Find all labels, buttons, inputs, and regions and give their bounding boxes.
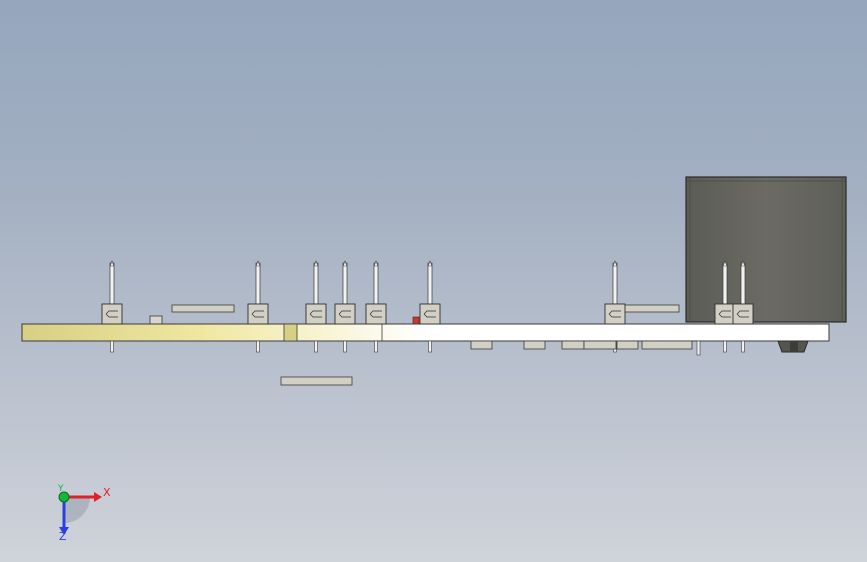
- header-pin-tail: [741, 340, 745, 353]
- x-axis-label: X: [103, 486, 111, 499]
- pcb-mounting-slot: [283, 323, 298, 342]
- header-housing-mark: [309, 310, 322, 318]
- header-pin-tip: [427, 260, 433, 267]
- header-housing-mark: [736, 310, 749, 318]
- header-pin-tail: [374, 340, 378, 353]
- dc-jack-body: [790, 341, 798, 352]
- header-pin-tip: [722, 260, 728, 267]
- header-pin: [612, 262, 618, 305]
- header-housing: [732, 303, 754, 325]
- header-pin-tip: [740, 260, 746, 267]
- header-pin: [313, 262, 319, 305]
- header-pin: [740, 262, 746, 305]
- smd-component-bottom[interactable]: [583, 340, 617, 350]
- floating-component[interactable]: [280, 376, 353, 386]
- header-pin-tail: [723, 340, 727, 353]
- z-axis-label: Z: [59, 530, 67, 543]
- header-pin: [342, 262, 348, 305]
- smd-component-bottom[interactable]: [616, 340, 639, 350]
- header-housing: [334, 303, 356, 325]
- header-pin-tip: [612, 260, 618, 267]
- header-pin-tail: [428, 340, 432, 353]
- red-marker[interactable]: [412, 316, 420, 325]
- header-pin: [427, 262, 433, 305]
- standoff[interactable]: [696, 340, 701, 356]
- pcb-board[interactable]: [21, 323, 830, 342]
- header-housing: [247, 303, 269, 325]
- header-pin-tip: [313, 260, 319, 267]
- header-housing-mark: [718, 310, 731, 318]
- header-housing-mark: [105, 310, 118, 318]
- y-axis-origin: [58, 491, 70, 503]
- header-pin: [255, 262, 261, 305]
- y-axis-label: Y: [58, 484, 64, 494]
- smd-component-bottom[interactable]: [561, 340, 585, 350]
- header-pin-tip: [373, 260, 379, 267]
- smd-component[interactable]: [171, 304, 235, 313]
- x-axis-arrowhead: [94, 492, 102, 502]
- smd-component[interactable]: [149, 315, 163, 325]
- header-housing: [305, 303, 327, 325]
- header-housing-mark: [608, 310, 621, 318]
- header-pin-tip: [255, 260, 261, 267]
- header-pin-tail: [343, 340, 347, 353]
- header-pin-tail: [110, 340, 114, 353]
- z-axis-arrowhead: [59, 527, 69, 535]
- header-housing: [604, 303, 626, 325]
- header-housing-mark: [369, 310, 382, 318]
- header-housing: [365, 303, 387, 325]
- smd-component[interactable]: [623, 304, 680, 313]
- header-housing-mark: [338, 310, 351, 318]
- smd-component-bottom[interactable]: [523, 340, 546, 350]
- smd-component-bottom[interactable]: [470, 340, 493, 350]
- triad-shade: [64, 497, 90, 523]
- header-pin: [722, 262, 728, 305]
- header-pin-tip: [109, 260, 115, 267]
- header-housing: [419, 303, 441, 325]
- header-housing-mark: [251, 310, 264, 318]
- header-pin: [109, 262, 115, 305]
- header-housing: [101, 303, 123, 325]
- smd-component-bottom[interactable]: [641, 340, 693, 350]
- enclosure-box[interactable]: [685, 176, 847, 323]
- header-pin-tip: [342, 260, 348, 267]
- header-pin: [373, 262, 379, 305]
- header-housing: [714, 303, 736, 325]
- header-pins[interactable]: [101, 260, 754, 353]
- header-housing-mark: [423, 310, 436, 318]
- coordinate-triad: [58, 491, 102, 535]
- header-pin-tail: [314, 340, 318, 353]
- header-pin-tail: [256, 340, 260, 353]
